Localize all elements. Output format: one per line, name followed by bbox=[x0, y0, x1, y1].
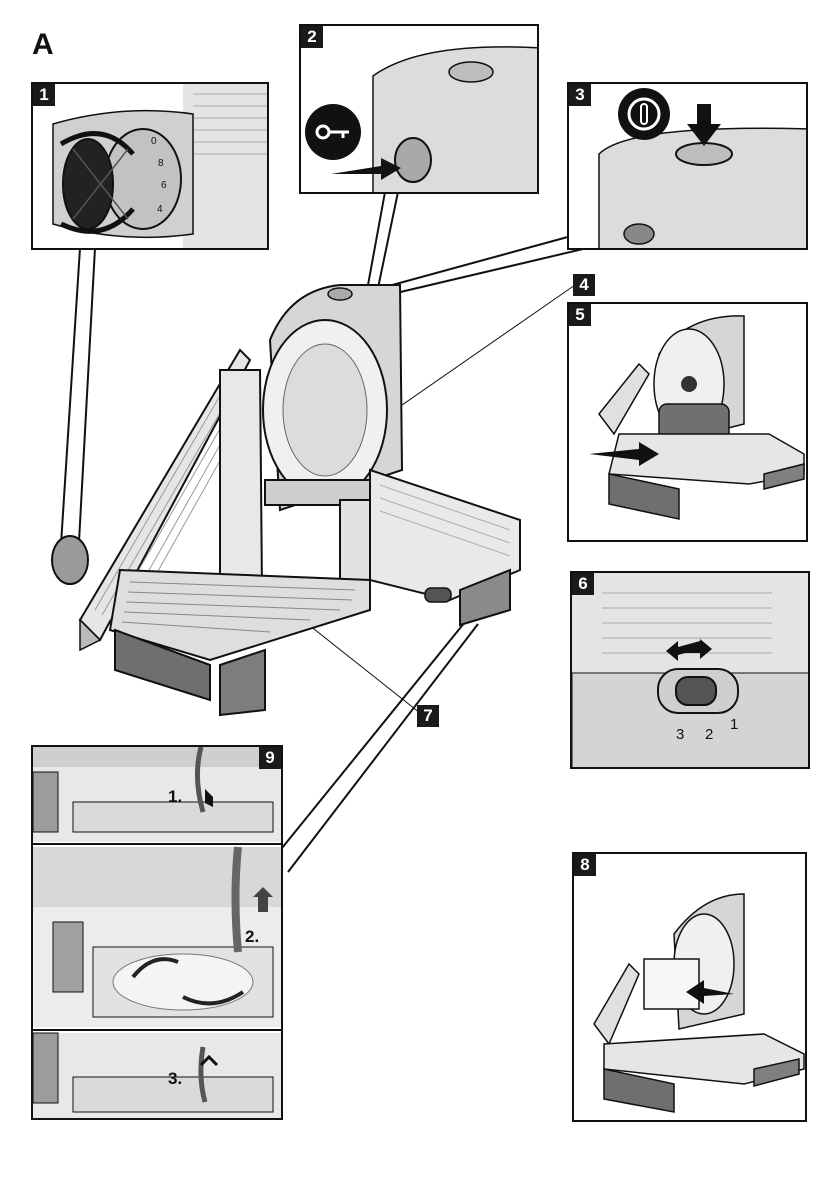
detail-panel-9: 1. 2. 3. 9 bbox=[31, 745, 283, 1120]
detail-panel-5: 5 bbox=[567, 302, 808, 542]
switch-position-1: 1 bbox=[730, 716, 738, 733]
switch-position-2: 2 bbox=[705, 726, 713, 743]
callout-9: 9 bbox=[259, 747, 281, 769]
callout-5: 5 bbox=[569, 304, 591, 326]
switch-position-3: 3 bbox=[676, 726, 684, 743]
callout-2: 2 bbox=[301, 26, 323, 48]
blade-removal-illustration: 1. 2. 3. bbox=[33, 747, 283, 1120]
key-icon bbox=[301, 26, 539, 194]
callout-7: 7 bbox=[417, 705, 439, 727]
switch-position-labels: 3 2 1 bbox=[572, 573, 810, 769]
rotate-arrow-icon bbox=[33, 84, 269, 250]
detail-panel-1: 0 8 6 4 1 bbox=[31, 82, 269, 250]
detail-panel-2: 2 bbox=[299, 24, 539, 194]
detail-panel-6: 3 2 1 6 bbox=[570, 571, 810, 769]
detail-panel-3: 3 bbox=[567, 82, 808, 250]
step-1-label: 1. bbox=[168, 787, 182, 806]
step-3-label: 3. bbox=[168, 1069, 182, 1088]
callout-8: 8 bbox=[574, 854, 596, 876]
food-holder-illustration bbox=[574, 854, 807, 1122]
step-2-label: 2. bbox=[245, 927, 259, 946]
callout-4: 4 bbox=[573, 274, 595, 296]
callout-3: 3 bbox=[569, 84, 591, 106]
callout-6: 6 bbox=[572, 573, 594, 595]
carriage-insert-illustration bbox=[569, 304, 808, 542]
main-slicer-illustration bbox=[40, 270, 540, 730]
power-icon bbox=[569, 84, 808, 250]
callout-1: 1 bbox=[33, 84, 55, 106]
detail-panel-8: 8 bbox=[572, 852, 807, 1122]
